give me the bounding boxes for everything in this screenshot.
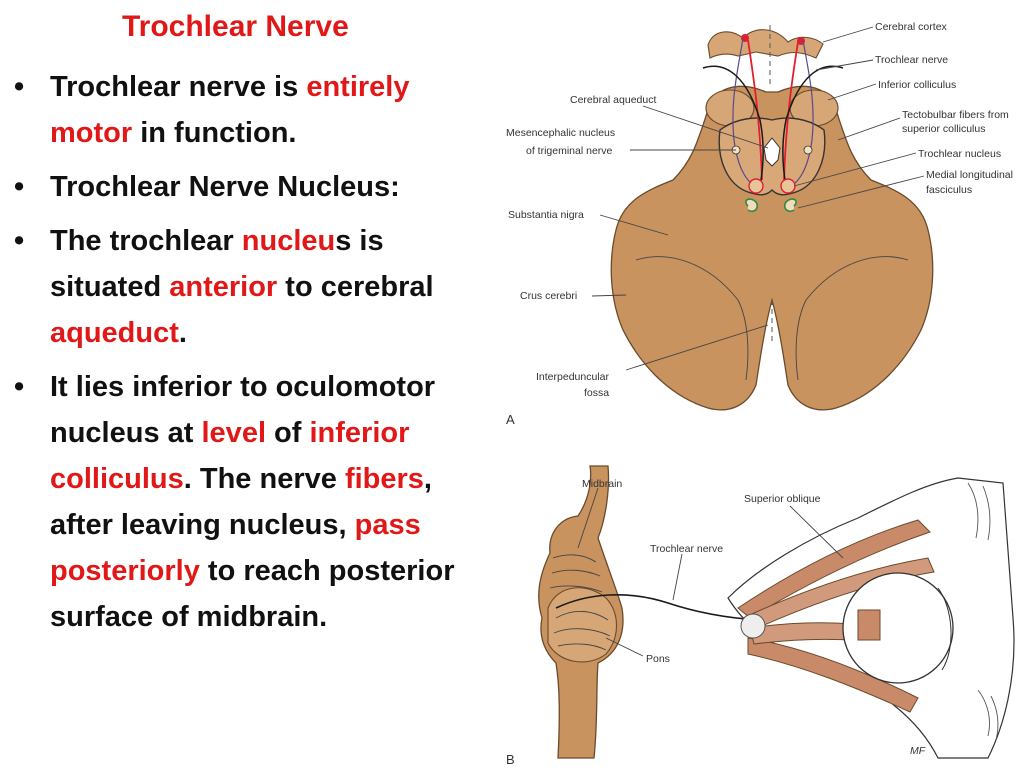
label-medial-longitudinal-line2: fasciculus [926, 184, 972, 196]
bullet-text: to reach posterior surface of midbrain. [50, 555, 455, 633]
crus-cerebri-fold-right [795, 256, 909, 381]
label-tectobulbar-fibers-line2: superior colliculus [902, 123, 985, 135]
bullet-text: . [178, 317, 187, 349]
bullet-text: to cerebral [277, 271, 434, 303]
eyeball [842, 572, 954, 684]
tectobulbar-tract-left [732, 37, 761, 189]
crus-cerebri-fold-left [635, 256, 749, 381]
highlighted-text: nucleu [241, 225, 336, 257]
panel-letter-b: B [506, 752, 515, 767]
trochlear-nucleus-right [780, 178, 796, 194]
label-inferior-colliculus: Inferior colliculus [878, 79, 956, 91]
label-midbrain: Midbrain [582, 478, 622, 490]
label-trochlear-nerve-b: Trochlear nerve [650, 543, 723, 555]
label-interpeduncular-line2: fossa [584, 387, 609, 399]
highlighted-text: inferior colliculus [50, 417, 410, 495]
trochlear-nerve-fibers-dark [702, 65, 844, 187]
label-crus-cerebri: Crus cerebri [520, 290, 577, 302]
bullet-text: s is situated [50, 225, 384, 303]
bullet-item: • Trochlear Nerve Nucleus: [12, 164, 492, 210]
superior-oblique-muscle [737, 519, 931, 619]
trochlear-nucleus-left [748, 178, 764, 194]
slide-title: Trochlear Nerve [122, 10, 349, 43]
trochlear-nerve-course-figure: Midbrain Superior oblique Trochlear nerv… [506, 465, 1015, 767]
bullet-text: , after leaving nucleus, [50, 463, 432, 541]
bullet-text: . The nerve [183, 463, 345, 495]
label-interpeduncular-line1: Interpeduncular [536, 371, 609, 383]
highlighted-text: pass posteriorly [50, 509, 421, 587]
bullet-text: of [266, 417, 310, 449]
highlighted-text: level [201, 417, 267, 449]
cerebral-aqueduct-shape [763, 137, 781, 167]
label-mesencephalic-nucleus-line1: Mesencephalic nucleus [506, 127, 615, 139]
bullet-text: The trochlear [50, 225, 242, 257]
label-tectobulbar-fibers-line1: Tectobulbar fibers from [902, 109, 1009, 121]
panel-letter-a: A [506, 412, 515, 427]
bullet-item: • The trochlear nucleus is situated anter… [12, 218, 492, 356]
bullet-text: Trochlear Nerve Nucleus: [50, 171, 400, 203]
medial-longitudinal-fasciculus-right [783, 198, 797, 213]
label-pons: Pons [646, 653, 670, 665]
artist-signature: MF [910, 745, 926, 757]
trochlear-nerve-fibers-red [747, 39, 799, 181]
midbrain-cross-section-figure: Cerebral cortex Trochlear nerve Inferior… [506, 21, 1013, 427]
label-cerebral-aqueduct: Cerebral aqueduct [570, 94, 656, 106]
bullet-text: It lies inferior to oculomotor nucleus a… [50, 371, 436, 449]
bullet-marker: • [14, 371, 25, 403]
medial-longitudinal-fasciculus-left [745, 198, 759, 213]
label-medial-longitudinal-line1: Medial longitudinal [926, 169, 1013, 181]
bullet-marker: • [14, 171, 25, 203]
label-mesencephalic-nucleus-line2: of trigeminal nerve [526, 145, 613, 157]
label-trochlear-nerve-a: Trochlear nerve [875, 54, 948, 66]
rectus-muscle-lower [747, 637, 919, 713]
highlighted-text: aqueduct [50, 317, 179, 349]
label-superior-oblique: Superior oblique [744, 493, 821, 505]
label-cerebral-cortex: Cerebral cortex [875, 21, 948, 33]
bullet-text: in function. [132, 117, 297, 149]
bullet-marker: • [14, 71, 25, 103]
trochlea-pulley [740, 613, 766, 639]
highlighted-text: fibers [344, 463, 424, 495]
bullet-marker: • [14, 225, 25, 257]
bullet-text: Trochlear nerve is [50, 71, 307, 103]
label-substantia-nigra: Substantia nigra [508, 209, 584, 221]
pons-shape [547, 587, 617, 663]
bullet-list: • Trochlear nerve is entirely motor in fu… [12, 64, 492, 648]
label-trochlear-nucleus: Trochlear nucleus [918, 148, 1001, 160]
bullet-item: • Trochlear nerve is entirely motor in fu… [12, 64, 492, 156]
highlighted-text: anterior [169, 271, 278, 303]
bullet-item: • It lies inferior to oculomotor nucleus … [12, 364, 492, 640]
highlighted-text: entirely motor [50, 71, 410, 149]
tectobulbar-tract-right [785, 39, 814, 189]
trochlear-nerve-path [555, 594, 759, 621]
